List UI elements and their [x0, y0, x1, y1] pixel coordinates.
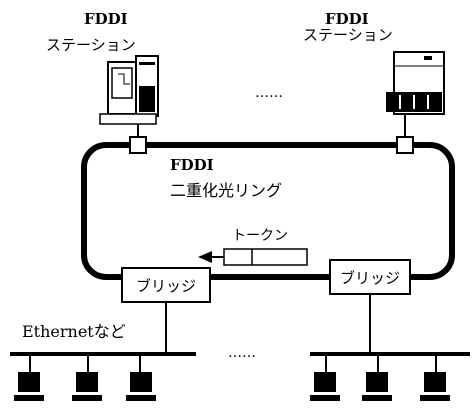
station-left-label-2: ステーション: [46, 36, 136, 54]
terminal-icon: [362, 354, 392, 401]
bridge-left-label: ブリッジ: [136, 277, 196, 295]
ring-label-2: 二重化光リング: [170, 181, 282, 200]
terminal-icon: [126, 354, 156, 401]
bridge-left: ブリッジ: [122, 268, 210, 302]
terminal-icon: [72, 354, 102, 401]
station-ellipsis: ……: [255, 85, 283, 101]
bridge-right: ブリッジ: [330, 260, 410, 294]
station-connector-left: [130, 137, 146, 153]
ring-label-1: FDDI: [170, 156, 214, 174]
terminal-icon: [310, 354, 340, 401]
token-arrow: [198, 249, 307, 265]
terminal-icon: [420, 354, 450, 401]
station-right-label-2: ステーション: [303, 26, 393, 44]
station-connector-right: [397, 137, 413, 153]
lan-label: Ethernetなど: [22, 322, 126, 341]
bridge-right-label: ブリッジ: [340, 269, 400, 287]
terminal-icon: [14, 354, 44, 401]
lan-ellipsis: ……: [228, 345, 256, 361]
token-label: トークン: [232, 228, 288, 244]
workstation-icon: [100, 56, 158, 124]
server-icon: [386, 52, 444, 114]
station-left-label-1: FDDI: [84, 10, 128, 28]
